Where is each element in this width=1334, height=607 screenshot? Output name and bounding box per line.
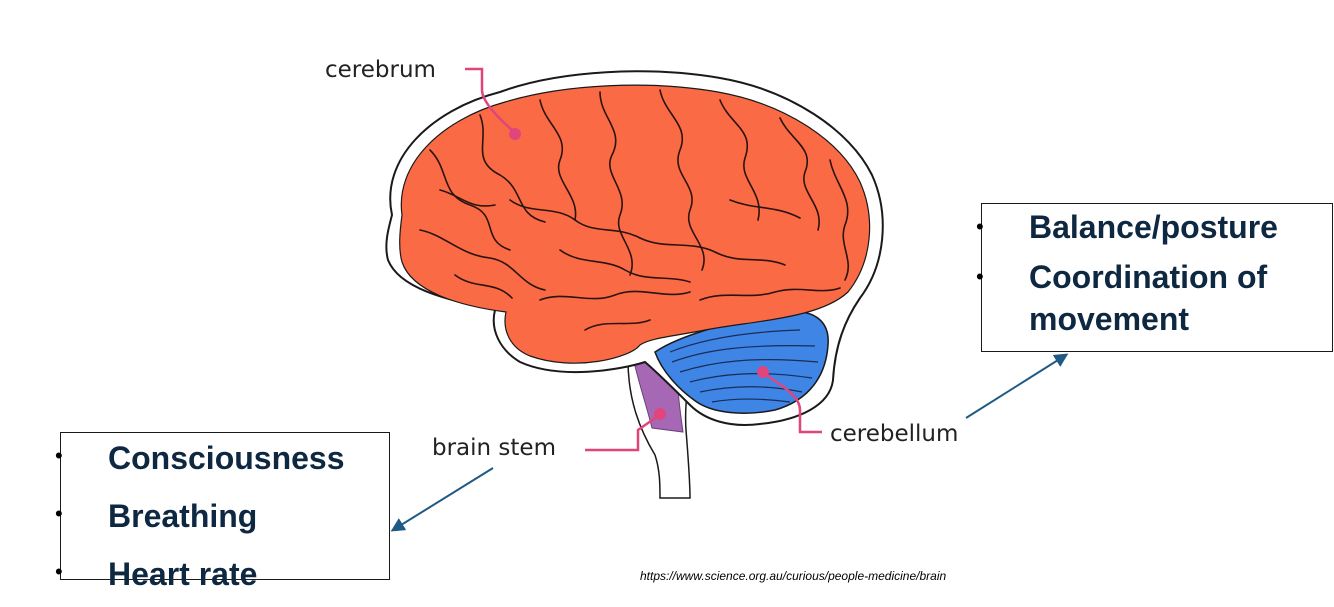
function-item: •Balance/posture <box>976 209 1278 245</box>
bullet: • <box>55 559 63 584</box>
function-item: •Coordination of movement <box>976 259 1268 338</box>
bullet: • <box>976 264 984 290</box>
brain-stem-functions-list: •Consciousness •Breathing •Heart rate <box>55 437 389 607</box>
bullet: • <box>55 501 63 526</box>
brain-stem-label: brain stem <box>432 435 556 461</box>
cerebellum-functions-box: •Balance/posture •Coordination of moveme… <box>976 203 1333 352</box>
function-item: •Heart rate <box>55 556 258 592</box>
brain-stem-arrow <box>390 467 494 532</box>
bullet: • <box>976 214 984 239</box>
source-citation: https://www.science.org.au/curious/peopl… <box>640 569 946 583</box>
brain-stem-functions-box: •Consciousness •Breathing •Heart rate <box>55 432 390 592</box>
cerebellum-leader <box>757 366 822 434</box>
bullet: • <box>55 443 63 468</box>
cerebellum-arrow <box>965 353 1069 419</box>
cerebellum-functions-list: •Balance/posture •Coordination of moveme… <box>976 206 1332 341</box>
cerebrum-leader <box>465 67 521 140</box>
cerebrum-region <box>399 84 871 364</box>
brain-stem-leader <box>585 408 666 452</box>
cerebrum-label: cerebrum <box>325 57 436 83</box>
function-item: •Consciousness <box>55 440 345 476</box>
cerebellum-label: cerebellum <box>830 421 958 447</box>
function-item: •Breathing <box>55 498 258 534</box>
